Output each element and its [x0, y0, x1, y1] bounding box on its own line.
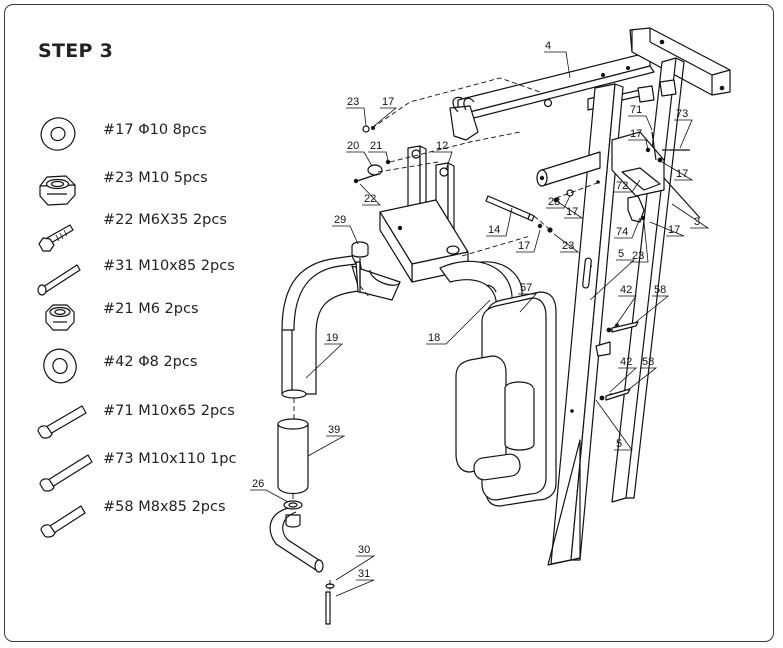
washer-icon [43, 348, 77, 384]
callout-22: 22 [364, 193, 376, 205]
press-arm [536, 151, 601, 187]
long-bolt-icon [37, 264, 81, 296]
part-label-17: #17 Φ10 8pcs [103, 122, 207, 138]
callout-5: 5 [618, 248, 624, 260]
callout-21: 21 [370, 140, 382, 152]
part-label-42: #42 Φ8 2pcs [103, 354, 198, 370]
bolt-icon [39, 454, 93, 492]
callout-26: 26 [252, 478, 264, 490]
roller-part-39 [277, 418, 309, 495]
cap-part-29 [351, 241, 369, 286]
callout-17: 17 [566, 206, 578, 218]
callout-leaders [250, 51, 710, 597]
callout-23: 23 [548, 196, 560, 208]
callout-18: 18 [428, 332, 440, 344]
callout-17: 17 [668, 224, 680, 236]
callout-23: 23 [632, 250, 644, 262]
handle-part-26 [269, 500, 324, 573]
callout-29: 29 [334, 214, 346, 226]
bolt-part-31 [325, 591, 331, 625]
washer-icon [40, 117, 76, 151]
pivot-bracket-part-12 [379, 145, 469, 283]
part-label-31: #31 M10x85 2pcs [103, 258, 235, 274]
step-title: STEP 3 [38, 40, 114, 62]
curved-arm-part-19 [281, 255, 401, 399]
callout-17: 17 [382, 96, 394, 108]
hex-nut-icon [39, 175, 76, 206]
hardware-small [353, 125, 690, 401]
callout-58: 58 [654, 284, 666, 296]
callout-23: 23 [347, 96, 359, 108]
callout-73: 73 [676, 108, 688, 120]
shaft-part-14 [485, 195, 535, 222]
callout-3: 3 [694, 216, 700, 228]
callout-74: 74 [616, 226, 628, 238]
part-label-71: #71 M10x65 2pcs [103, 403, 235, 419]
part-label-22: #22 M6X35 2pcs [103, 212, 227, 228]
callout-5: 5 [616, 438, 622, 450]
callout-numbers: 4 23 17 20 21 12 22 71 73 17 17 72 23 17… [252, 40, 700, 580]
small-nut-icon [45, 304, 75, 331]
callout-42: 42 [620, 356, 632, 368]
callout-72: 72 [616, 180, 628, 192]
bracket-hooks [449, 79, 677, 141]
bolt-icon [40, 505, 86, 538]
callout-20: 20 [347, 140, 359, 152]
callout-19: 19 [326, 332, 338, 344]
callout-17: 17 [676, 168, 688, 180]
callout-31: 31 [358, 568, 370, 580]
part-label-21: #21 M6 2pcs [103, 301, 199, 317]
part-label-73: #73 M10x110 1pc [103, 451, 237, 467]
part-label-23: #23 M10 5pcs [103, 170, 208, 186]
part-label-58: #58 M8x85 2pcs [103, 499, 226, 515]
callout-14: 14 [488, 224, 500, 236]
callout-30: 30 [358, 544, 370, 556]
hex-bolt-icon [38, 224, 74, 252]
callout-42: 42 [620, 284, 632, 296]
assembly-guide-lines [292, 77, 601, 590]
callout-58: 58 [642, 356, 654, 368]
callout-4: 4 [545, 40, 551, 52]
callout-39: 39 [328, 424, 340, 436]
upright-part-5 [547, 57, 685, 566]
callout-57: 57 [520, 282, 532, 294]
pad-part-57 [455, 291, 557, 507]
callout-12: 12 [436, 140, 448, 152]
cam-arm-part-3 [611, 131, 701, 223]
callout-17: 17 [518, 240, 530, 252]
callout-17: 17 [630, 128, 642, 140]
bolt-icon [37, 405, 87, 439]
callout-71: 71 [630, 104, 642, 116]
callout-23: 23 [562, 240, 574, 252]
